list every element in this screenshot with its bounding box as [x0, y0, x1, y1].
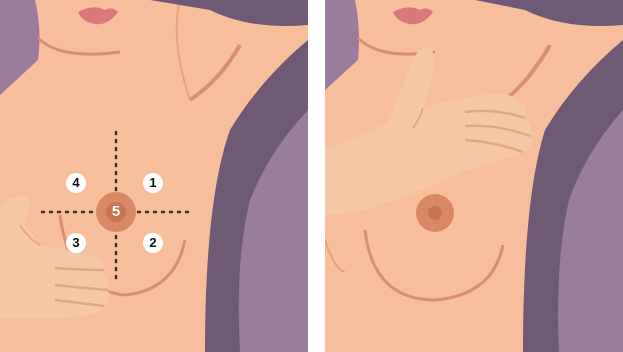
right-panel-svg — [325, 0, 623, 352]
quadrant-label-2: 2 — [143, 233, 163, 253]
quadrant-label-4: 4 — [66, 173, 86, 193]
center-label-5: 5 — [106, 202, 126, 222]
nipple — [428, 206, 442, 220]
quadrant-label-1: 1 — [143, 173, 163, 193]
right-panel-armpit-check — [325, 0, 623, 352]
left-panel-breast-quadrants: 1 2 3 4 5 — [0, 0, 308, 352]
quadrant-label-3: 3 — [66, 233, 86, 253]
